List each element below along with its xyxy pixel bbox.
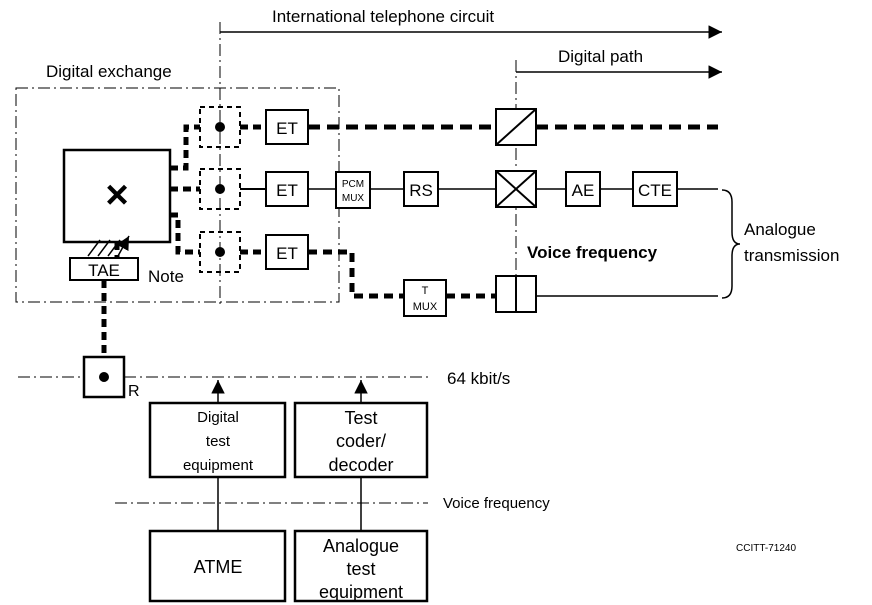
port-bot [199,231,241,273]
tae-label: TAE [88,261,120,280]
bottom-digital-line [308,249,404,299]
analogue-label: Analogue [744,220,816,239]
switch-to-top-port [170,124,200,171]
dte-line-3: equipment [183,457,254,474]
et-bot-label: ET [276,244,298,263]
digital-converter-diagonal [495,108,537,146]
intl-circuit-label: International telephone circuit [272,7,494,26]
et-mid-label: ET [276,181,298,200]
digital-exchange-label: Digital exchange [46,62,172,81]
tae-arrow-icon [116,235,130,257]
transmission-label: transmission [744,246,839,265]
pcm-mux-block [335,171,371,209]
et-top-label: ET [276,119,298,138]
ate-line-1: Analogue [323,536,399,556]
analogue-brace [721,189,741,299]
tae-hatch-1 [87,239,101,257]
tcd-line-1: Test [344,408,377,428]
port-top-dot [215,122,225,132]
r-label: R [128,383,140,400]
test-coder-decoder-block [293,401,429,479]
cte-label: CTE [638,181,672,200]
t-mux-label: MUX [413,301,438,313]
crosspoint-diag-2 [495,170,537,208]
ate-line-3: equipment [319,582,403,602]
ae-label: AE [572,181,595,200]
atme-label: ATME [194,557,243,577]
atme-block [148,529,287,603]
port-top [199,106,241,148]
r-port-dot [99,372,109,382]
ae-block [565,171,601,207]
switch-block [62,148,172,244]
t-mux-block [403,279,447,317]
ate-line-2: test [346,559,375,579]
pcm-mux-label: MUX [342,193,365,204]
voice-frequency-lower-label: Voice frequency [443,495,550,512]
t-label: T [422,285,429,297]
figure-id: CCITT-71240 [736,543,796,554]
digital-path-label: Digital path [558,47,643,66]
tcd-line-3: decoder [328,455,393,475]
voice-frequency-upper-label: Voice frequency [527,243,658,262]
port-bot-dot [215,247,225,257]
tae-hatch-2 [97,239,111,257]
rs-block [403,171,439,207]
rate-64k-label: 64 kbit/s [447,369,510,388]
port-mid [199,168,241,210]
dte-line-2: test [206,433,231,450]
switch-icon: × [105,173,128,217]
note-label: Note [148,267,184,286]
dte-line-1: Digital [197,409,239,426]
port-mid-dot [215,184,225,194]
cte-block [632,171,678,207]
digital-test-equipment-block [148,401,287,479]
switch-to-bot-port [170,212,200,255]
pcm-label: PCM [342,179,364,190]
rs-label: RS [409,181,433,200]
tcd-line-2: coder/ [336,431,386,451]
analogue-test-equipment-block [293,529,429,603]
